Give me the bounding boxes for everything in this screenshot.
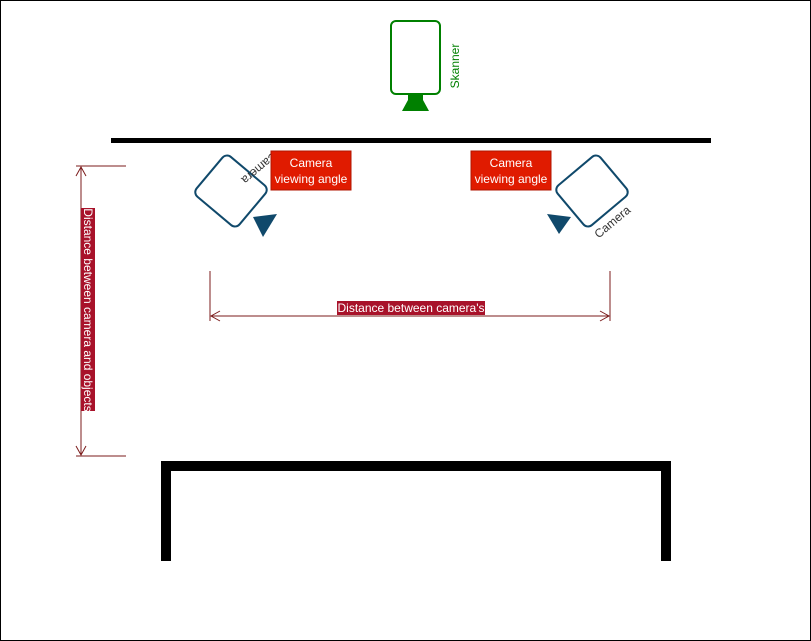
viewing-angle-right-line1: Camera: [490, 156, 533, 170]
scanner-body: [390, 20, 441, 95]
viewing-angle-left-line1: Camera: [290, 156, 333, 170]
scanner: Skanner: [390, 20, 462, 111]
viewing-angle-box-left: [270, 150, 352, 191]
object-table-right-leg: [661, 461, 671, 561]
object-table: [161, 461, 671, 561]
viewing-angle-right-line2: viewing angle: [475, 172, 548, 186]
camera-right-body: [555, 154, 629, 228]
camera-left-lens: [253, 214, 277, 237]
scanner-stand: [402, 94, 429, 111]
horizontal-dimension-arrow-left: [209, 310, 221, 322]
viewing-angle-left-line2: viewing angle: [275, 172, 348, 186]
horizontal-dimension-label-bg: [337, 301, 485, 315]
camera-right-lens: [547, 214, 571, 234]
object-table-top: [161, 461, 671, 471]
viewing-angle-label-left: Camera viewing angle: [270, 150, 352, 191]
camera-left-body: [194, 154, 268, 228]
horizontal-dimension-arrow-right: [599, 310, 611, 322]
scanner-label: Skanner: [448, 44, 462, 89]
vertical-dimension-label: Distance between camera and objects: [81, 208, 95, 411]
top-rail: [111, 138, 711, 143]
viewing-angle-box-right: [470, 150, 552, 191]
vertical-dimension-label-bg: [81, 208, 95, 411]
horizontal-dimension-label: Distance between camera's: [337, 301, 484, 315]
horizontal-dimension: [209, 271, 611, 322]
viewing-angle-label-right: Camera viewing angle: [470, 150, 552, 191]
object-table-left-leg: [161, 461, 171, 561]
camera-left: Camera: [194, 149, 280, 237]
camera-right: Camera: [547, 154, 634, 241]
vertical-dimension-arrow-top: [75, 165, 87, 177]
vertical-dimension-arrow-bottom: [75, 445, 87, 457]
